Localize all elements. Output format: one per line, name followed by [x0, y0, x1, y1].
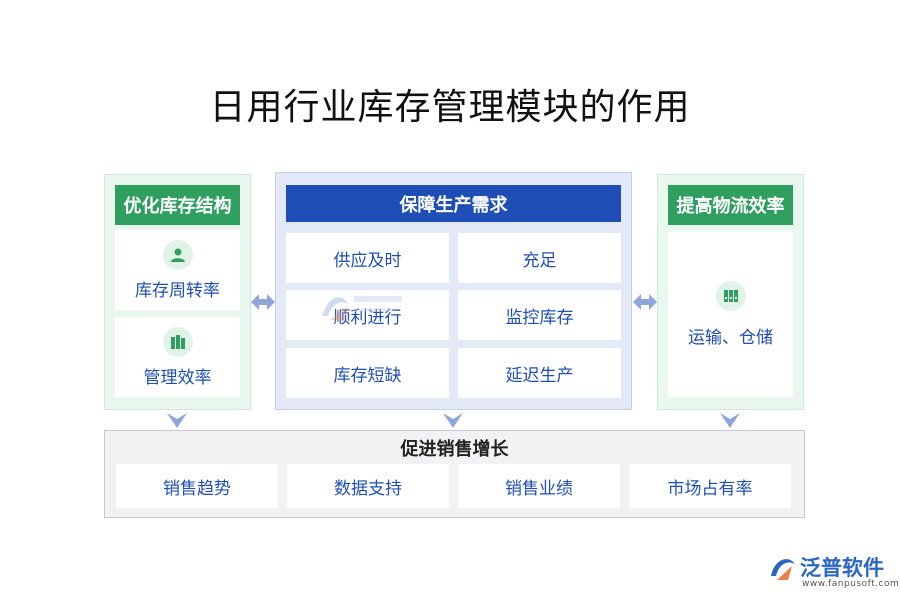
brand-logo: 泛普软件 www.fanpusoft.com — [768, 550, 899, 594]
middle-cell: 库存短缺 — [286, 348, 449, 398]
double-arrow-left-icon — [251, 294, 275, 310]
books-icon — [162, 326, 193, 357]
middle-cell: 延迟生产 — [458, 348, 621, 398]
middle-cell: 监控库存 — [458, 290, 621, 340]
left-panel: 优化库存结构 库存周转率 管理效率 — [104, 174, 251, 410]
middle-cell: 供应及时 — [286, 233, 449, 283]
down-arrow-icon — [443, 413, 463, 428]
left-item-card: 库存周转率 — [115, 230, 240, 310]
brand-url: www.fanpusoft.com — [802, 579, 900, 589]
bottom-panel-header: 促进销售增长 — [400, 439, 509, 460]
left-panel-header: 优化库存结构 — [115, 185, 240, 225]
bottom-cell: 数据支持 — [287, 464, 449, 508]
user-icon — [162, 239, 193, 270]
double-arrow-right-icon — [633, 294, 657, 310]
binder-icon — [715, 281, 746, 311]
brand-name: 泛普软件 — [800, 556, 884, 580]
down-arrow-icon — [720, 413, 740, 428]
middle-panel-header: 保障生产需求 — [286, 185, 621, 222]
right-panel: 提高物流效率 运输、仓储 — [657, 174, 804, 410]
bottom-cell: 销售趋势 — [116, 464, 278, 508]
right-item-label: 运输、仓储 — [688, 328, 773, 348]
right-item-card: 运输、仓储 — [668, 232, 793, 397]
middle-cell: 充足 — [458, 233, 621, 283]
left-item-label: 管理效率 — [143, 367, 212, 388]
left-item-card: 管理效率 — [115, 317, 240, 397]
right-panel-header: 提高物流效率 — [668, 185, 793, 225]
diagram-title: 日用行业库存管理模块的作用 — [209, 87, 691, 128]
down-arrow-icon — [167, 413, 187, 428]
brand-logo-icon — [771, 559, 795, 580]
middle-cell: 顺利进行 — [286, 290, 449, 340]
middle-panel: 保障生产需求 供应及时 充足 顺利进行 监控库存 库存短缺 延迟生产 — [275, 172, 632, 410]
watermark-logo-icon — [322, 296, 402, 320]
left-item-label: 库存周转率 — [135, 280, 220, 301]
bottom-cell: 销售业绩 — [458, 464, 620, 508]
bottom-panel: 促进销售增长 销售趋势 数据支持 销售业绩 市场占有率 — [104, 430, 805, 518]
bottom-cell: 市场占有率 — [629, 464, 791, 508]
